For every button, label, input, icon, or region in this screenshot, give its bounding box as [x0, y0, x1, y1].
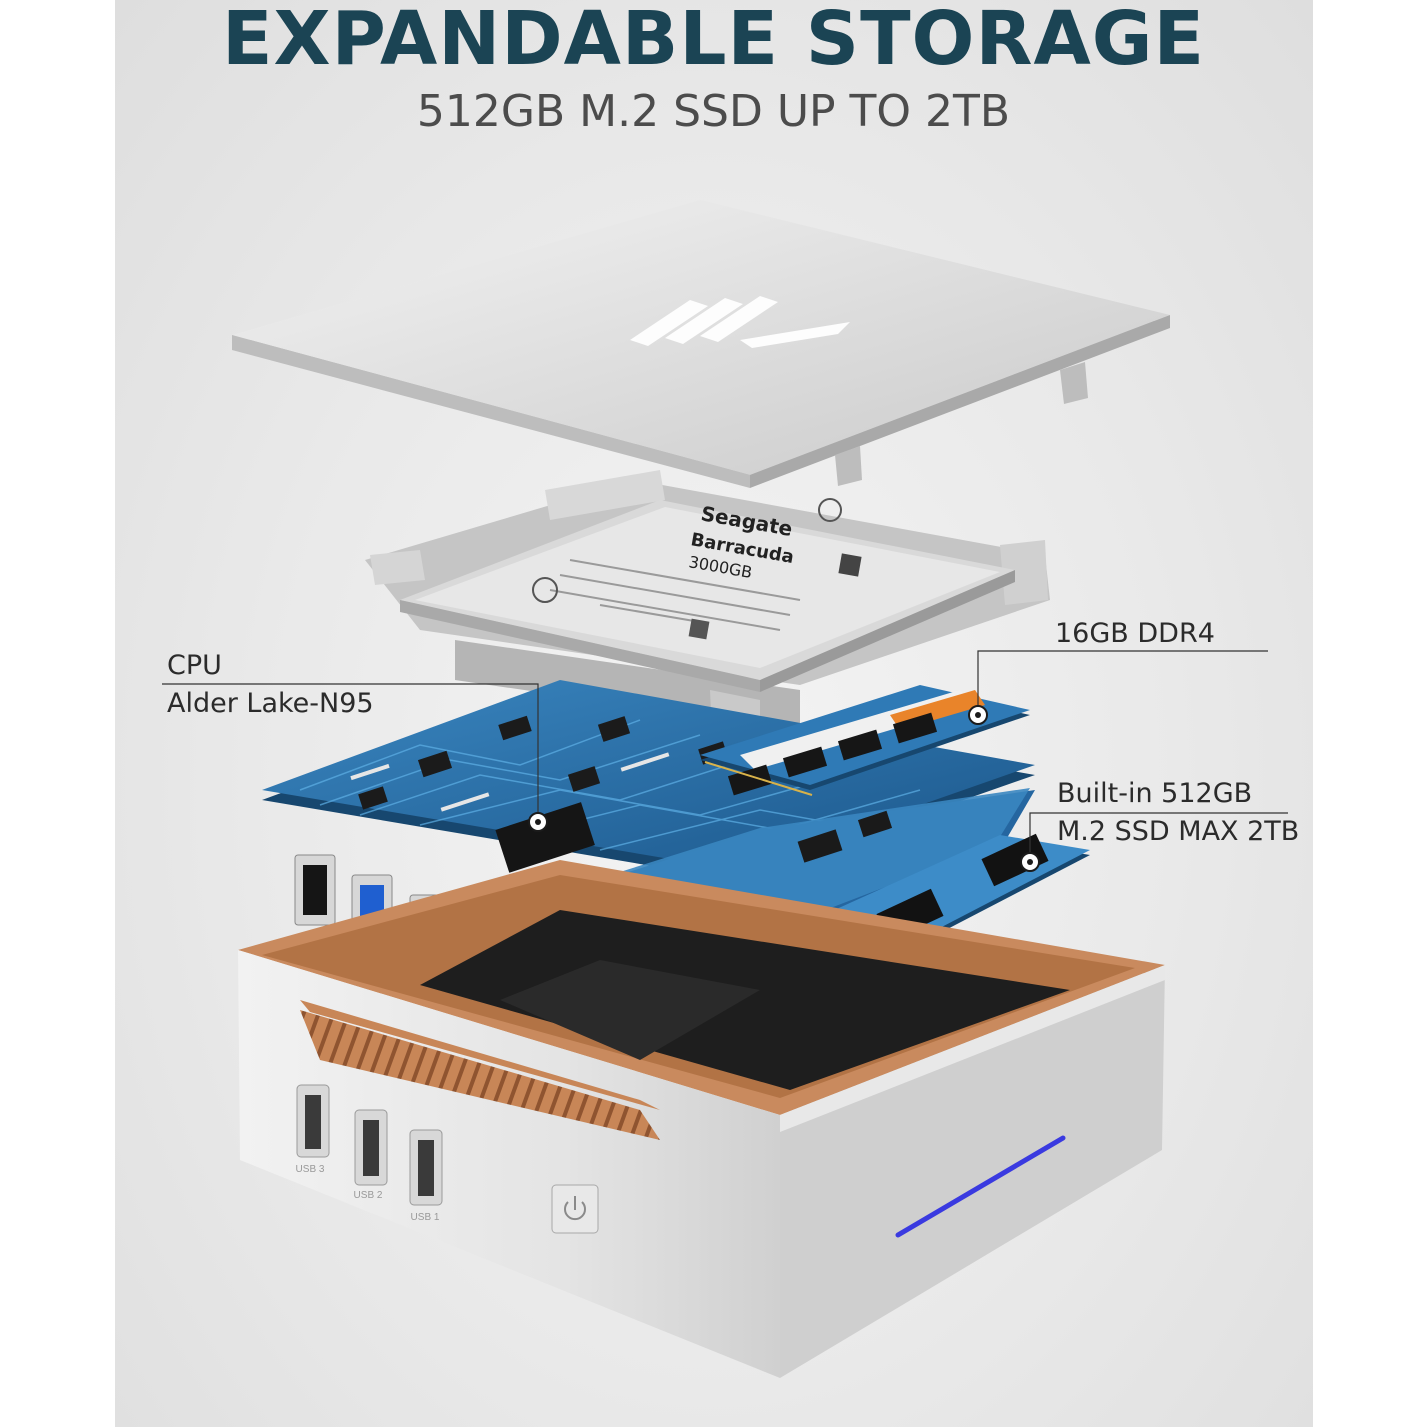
usb-port [294, 854, 336, 926]
hard-drive: Seagate Barracuda 3000GB [400, 498, 1015, 692]
cpu-callout-model: Alder Lake-N95 [167, 688, 374, 719]
callout-markers [528, 705, 1040, 872]
usb-port: USB 1 [409, 1129, 443, 1223]
usb-port: USB 3 [296, 1084, 330, 1175]
power-button[interactable] [551, 1184, 599, 1234]
front-usb-ports: USB 3 USB 2 USB 1 [296, 1084, 443, 1223]
page-title: EXPANDABLE STORAGE [221, 0, 1206, 82]
svg-text:USB 3: USB 3 [296, 1164, 325, 1175]
power-icon [564, 1196, 586, 1221]
svg-text:USB 2: USB 2 [354, 1190, 383, 1201]
ssd-callout-line2: M.2 SSD MAX 2TB [1057, 816, 1300, 847]
logo-icon [630, 296, 850, 348]
status-led [895, 1135, 1066, 1238]
callout-lines [162, 650, 1288, 862]
ssd-callout-line1: Built-in 512GB [1057, 778, 1253, 809]
page-subtitle: 512GB M.2 SSD UP TO 2TB [416, 86, 1011, 137]
ram-callout: 16GB DDR4 [1055, 618, 1215, 649]
cpu-callout-title: CPU [167, 650, 222, 681]
top-lid [232, 200, 1170, 488]
base-chassis: USB 3 USB 2 USB 1 [238, 860, 1165, 1378]
ram-module [700, 685, 1030, 796]
usb-port: USB 2 [354, 1109, 388, 1201]
svg-text:USB 1: USB 1 [411, 1212, 440, 1223]
